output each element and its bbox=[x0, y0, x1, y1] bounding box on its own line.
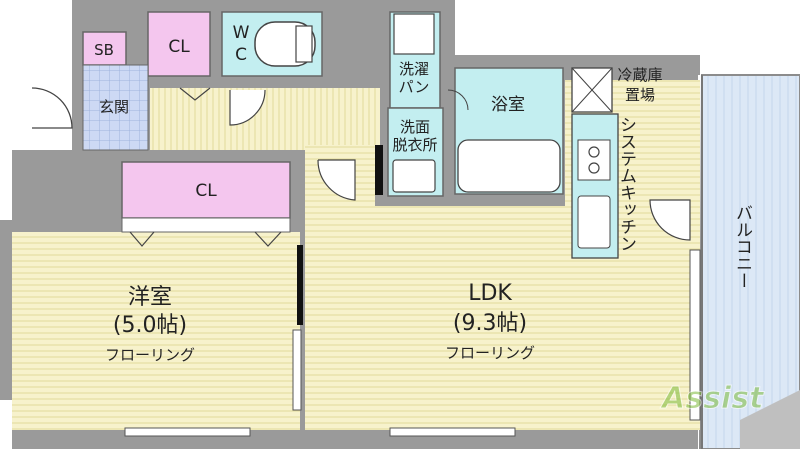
window-ldk bbox=[389, 427, 516, 437]
bath-door bbox=[447, 89, 469, 111]
kitchen-sink bbox=[577, 195, 611, 249]
label-wc-w: W bbox=[233, 23, 250, 43]
western-room-floor bbox=[12, 232, 300, 430]
label-ldk-floor: フローリング bbox=[445, 344, 535, 362]
window-east bbox=[689, 249, 701, 421]
ldk-floor bbox=[305, 80, 700, 430]
label-youshitsu-size: (5.0帖) bbox=[113, 313, 187, 338]
closet-top bbox=[147, 11, 211, 77]
label-sb: SB bbox=[94, 41, 114, 59]
label-genkan: 玄関 bbox=[99, 98, 129, 116]
label-washer-1: 洗濯 bbox=[399, 60, 429, 78]
wc-door bbox=[229, 89, 266, 126]
label-fridge-1: 冷蔵庫 bbox=[617, 66, 662, 84]
closet-door-top bbox=[179, 87, 211, 101]
stove bbox=[577, 139, 611, 181]
shoe-box bbox=[82, 31, 127, 66]
label-ldk: LDK bbox=[468, 281, 512, 306]
label-senmen-2: 脱衣所 bbox=[392, 136, 437, 154]
washbasin bbox=[392, 159, 436, 193]
window-west bbox=[124, 427, 251, 437]
label-youshitsu-floor: フローリング bbox=[105, 346, 195, 364]
label-fridge-2: 置場 bbox=[625, 86, 655, 104]
label-bath: 浴室 bbox=[491, 95, 525, 115]
label-youshitsu: 洋室 bbox=[128, 285, 172, 310]
label-wc-c: C bbox=[235, 45, 247, 65]
balcony-area bbox=[698, 74, 800, 449]
window-partition bbox=[292, 329, 302, 411]
svg-text:Assist: Assist bbox=[660, 381, 765, 416]
balcony-corner bbox=[740, 390, 800, 449]
label-cl-top: CL bbox=[168, 37, 190, 57]
ldk-door bbox=[317, 159, 356, 201]
assist-logo: Assist bbox=[660, 381, 766, 417]
entry-door bbox=[31, 87, 73, 129]
toilet-tank bbox=[295, 25, 313, 63]
hallway bbox=[150, 88, 380, 150]
genkan-area bbox=[82, 64, 149, 151]
balcony-door bbox=[649, 199, 691, 241]
label-cl-mid: CL bbox=[195, 181, 217, 201]
label-washer-2: パン bbox=[399, 78, 430, 96]
closet-mid bbox=[121, 161, 291, 219]
label-kitchen: システムキッチン bbox=[616, 116, 636, 252]
label-balcony: バルコニー bbox=[732, 204, 752, 289]
washer-pan bbox=[393, 13, 435, 55]
label-ldk-size: (9.3帖) bbox=[453, 311, 527, 336]
sliding-door-washroom bbox=[375, 145, 383, 195]
sliding-door-ldk bbox=[297, 245, 303, 325]
label-senmen-1: 洗面 bbox=[400, 118, 430, 136]
closet-mid-base bbox=[121, 217, 291, 233]
bathtub bbox=[457, 139, 561, 193]
